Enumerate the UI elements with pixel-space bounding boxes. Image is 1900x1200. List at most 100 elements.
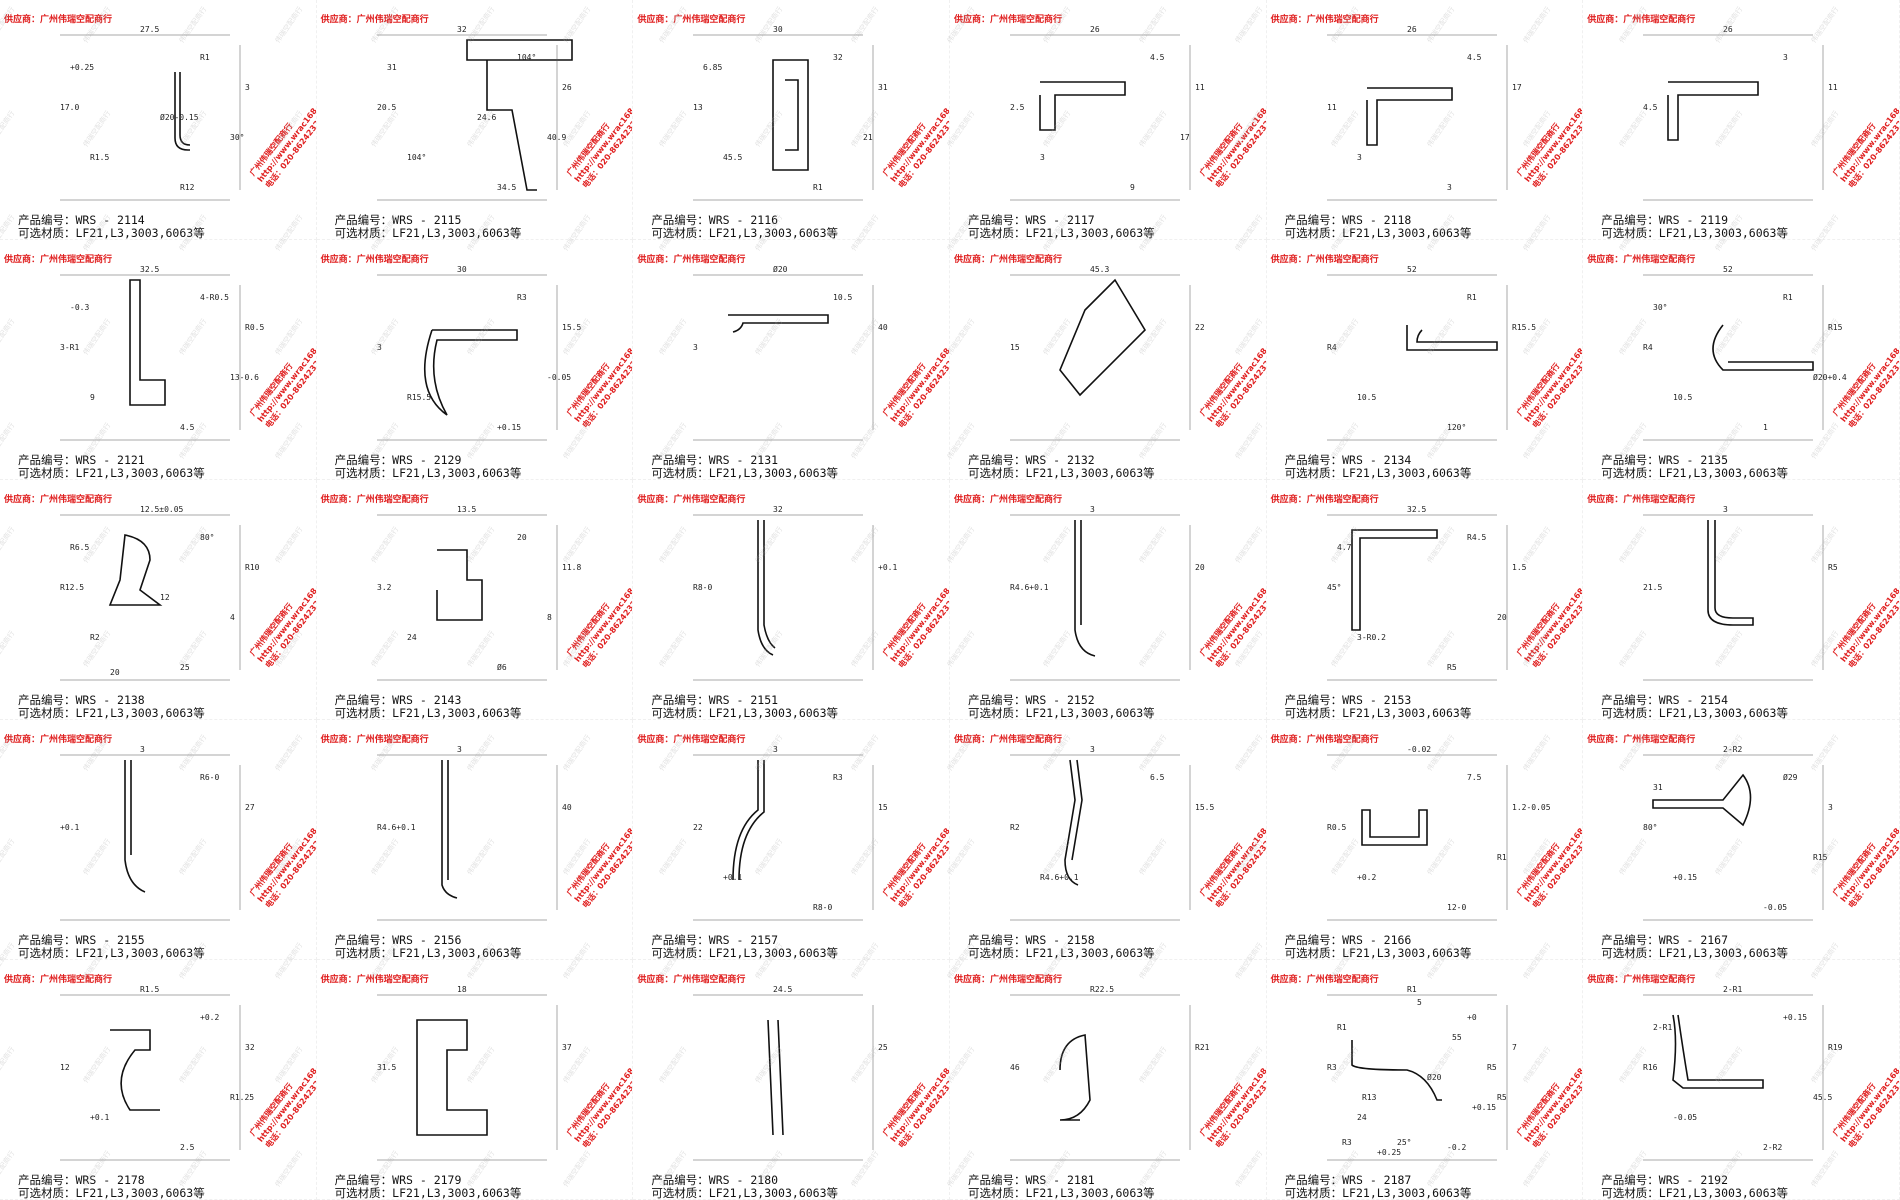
profile-outline [465, 39, 573, 191]
materials-line: 可选材质：LF21,L3,3003,6063等 [334, 466, 522, 480]
supplier-label: 供应商：广州伟瑞空配商行 [320, 735, 429, 745]
dimension-label: 22 [1195, 323, 1205, 332]
dimension-label: 27 [245, 803, 255, 812]
dimension-label: R22.5 [1090, 985, 1114, 994]
dimension-label: R1.25 [230, 1093, 254, 1102]
profile-outline [1350, 529, 1438, 631]
dimension-label: 80° [1643, 823, 1657, 832]
dimension-label: R15.5 [407, 393, 431, 402]
product-code: 产品编号：WRS - 2132 [967, 453, 1095, 467]
dimension-label: R15 [1828, 323, 1843, 332]
profile-drawing: 32.5R0.53-R14-R0.594.513-0.6-0.3 [60, 265, 264, 441]
profile-outline [440, 760, 457, 899]
profile-outline [1672, 1014, 1765, 1089]
dimension-label: 12-0 [1447, 903, 1466, 912]
dimension-label: 46 [1010, 1063, 1020, 1072]
dimension-label: +0.25 [1377, 1148, 1401, 1157]
dimension-label: R5 [1447, 663, 1457, 672]
materials-line: 可选材质：LF21,L3,3003,6063等 [651, 1186, 839, 1200]
dimension-label: 30 [773, 25, 783, 34]
dimension-label: +0.2 [1357, 873, 1376, 882]
dimension-label: 9 [1130, 183, 1135, 192]
supplier-label: 供应商：广州伟瑞空配商行 [1587, 735, 1696, 745]
dimension-label: Ø20 [773, 264, 788, 274]
dimension-label: 2.5 [1010, 103, 1025, 112]
materials-line: 可选材质：LF21,L3,3003,6063等 [967, 226, 1155, 240]
dimension-label: R5 [1487, 1063, 1497, 1072]
dimension-label: R4.6+0.1 [1010, 583, 1049, 592]
profile-outline [1707, 520, 1755, 626]
product-code: 产品编号：WRS - 2192 [1601, 1173, 1729, 1187]
dimension-label: 13-0.6 [230, 373, 259, 382]
product-code: 产品编号：WRS - 2155 [18, 933, 145, 947]
dimension-label: R4 [1643, 343, 1653, 352]
product-code: 产品编号：WRS - 2143 [334, 693, 462, 707]
supplier-label: 供应商：广州伟瑞空配商行 [320, 15, 429, 25]
dimension-label: 52 [1723, 265, 1733, 274]
dimension-label: 120° [1447, 423, 1466, 432]
dimension-label: 45.5 [723, 153, 742, 162]
dimension-label: +0.15 [1673, 873, 1697, 882]
dimension-label: 40 [562, 803, 572, 812]
dimension-label: 24 [407, 633, 417, 642]
dimension-label: +0.1 [723, 873, 742, 882]
dimension-label: -0.05 [1673, 1113, 1697, 1122]
product-code: 产品编号：WRS - 2179 [334, 1173, 462, 1187]
profile-outline [1074, 520, 1096, 657]
materials-line: 可选材质：LF21,L3,3003,6063等 [967, 706, 1155, 720]
materials-line: 可选材质：LF21,L3,3003,6063等 [651, 226, 839, 240]
dimension-label: 26 [562, 83, 572, 92]
dimension-label: +0.1 [878, 563, 897, 572]
dimension-label: 3 [457, 745, 462, 754]
dimension-label: R8-0 [813, 903, 832, 912]
dimension-label: 21.5 [1643, 583, 1662, 592]
supplier-label: 供应商：广州伟瑞空配商行 [1270, 975, 1379, 985]
dimension-label: +0.25 [70, 63, 94, 72]
dimension-label: 24 [1357, 1113, 1367, 1122]
dimension-label: 4-R0.5 [200, 293, 229, 302]
product-code: 产品编号：WRS - 2138 [18, 693, 145, 707]
dimension-label: 4.5 [1467, 53, 1482, 62]
supplier-label: 供应商：广州伟瑞空配商行 [953, 495, 1062, 505]
dimension-label: R1 [1337, 1023, 1347, 1032]
dimension-label: 2.5 [180, 1143, 195, 1152]
product-code: 产品编号：WRS - 2180 [651, 1173, 779, 1187]
dimension-label: 7.5 [1467, 773, 1482, 782]
materials-line: 可选材质：LF21,L3,3003,6063等 [334, 226, 522, 240]
product-code: 产品编号：WRS - 2167 [1601, 933, 1729, 947]
dimension-label: -0.05 [547, 373, 571, 382]
materials-line: 可选材质：LF21,L3,3003,6063等 [18, 706, 205, 720]
dimension-label: 12.5±0.05 [140, 505, 184, 514]
profile-drawing: 24.525 [693, 985, 888, 1161]
supplier-label: 供应商：广州伟瑞空配商行 [320, 495, 429, 505]
dimension-label: R2 [1010, 823, 1020, 832]
supplier-label: 供应商：广州伟瑞空配商行 [953, 735, 1062, 745]
dimension-label: +0.15 [1783, 1013, 1807, 1022]
